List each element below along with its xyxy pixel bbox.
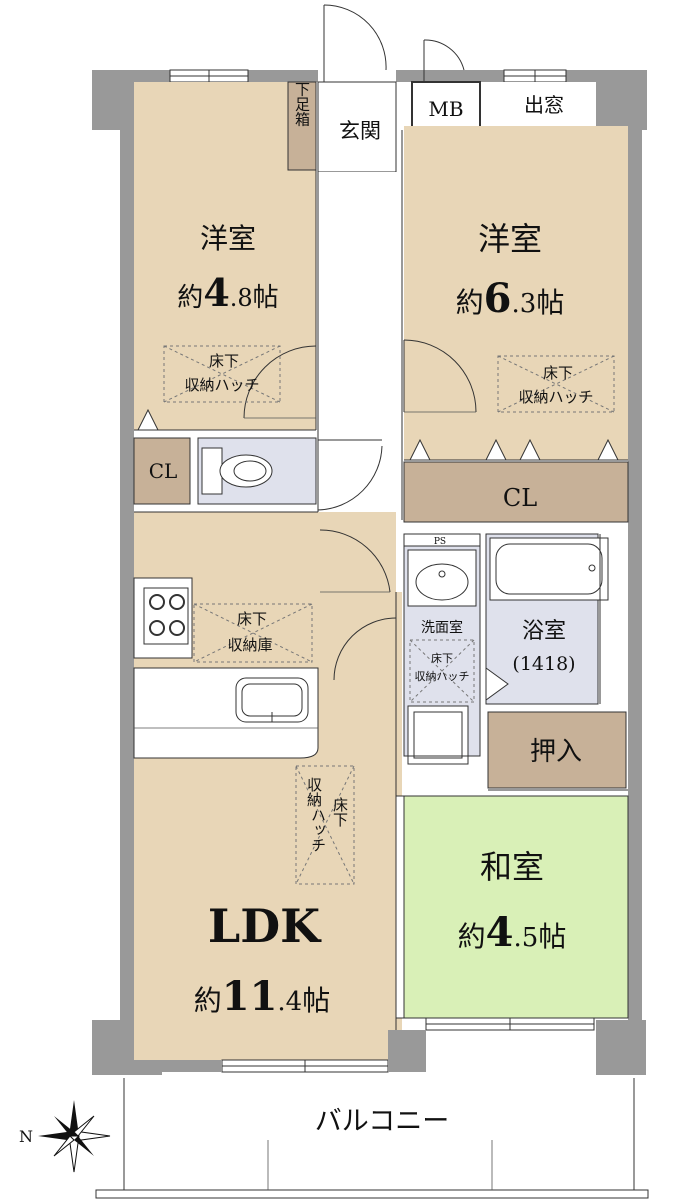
japanese-room-floor [403,795,629,1019]
shoe-box [287,81,317,171]
mb-label: MB [428,97,463,121]
hatch-5-col3: ハッチ [309,808,327,853]
door-western-left[interactable] [243,345,317,419]
hatch-3-line1: 床下 [237,610,267,628]
japanese-size: 約4.5帖 [458,909,567,956]
hatch-5-col2: 床下 [331,797,349,827]
door-toilet[interactable] [317,439,383,511]
bay-window [500,82,596,126]
oshiire-label: 押入 [530,737,582,767]
hatch-mark-4 [409,639,475,703]
bath-name: 浴室 [522,619,566,644]
western-left-name: 洋室 [200,222,256,255]
hatch-2-line1: 床下 [543,364,573,382]
ldk-name: LDK [208,899,322,953]
meter-box [411,81,481,135]
closet-left [133,437,191,505]
closet-right-doors[interactable] [409,438,619,461]
hatch-4-line1: 床下 [431,651,453,665]
entrance-floor [317,81,397,173]
cl-right-label: CL [503,484,537,512]
hatch-mark-2 [497,355,615,413]
hatch-mark-1 [163,345,281,403]
window-top-right [503,69,567,83]
hatch-mark-3 [193,603,313,663]
oshiire [487,711,627,789]
washroom-name: 洗面室 [421,619,463,636]
western-left-size: 約4.8帖 [177,270,278,315]
mb-door[interactable] [423,39,465,82]
cl-left-label: CL [149,459,178,483]
hatch-5-col1: 収納 [305,777,323,808]
washing-machine-icon [407,705,469,765]
washbasin-icon [407,549,477,607]
window-top-left [169,69,249,83]
bay-window-label: 出窓 [524,93,564,117]
door-corridor[interactable] [319,529,391,593]
hatch-4-line2: 収納ハッチ [415,670,470,683]
hatch-2-line2: 収納ハッチ [518,388,593,406]
japanese-room-fusuma[interactable] [395,795,405,1019]
closet-left-door[interactable] [137,408,159,431]
western-room-right-floor [404,126,628,460]
balcony [95,1078,649,1199]
hatch-1-line1: 床下 [209,352,239,370]
window-bottom-japanese [425,1017,595,1031]
hatch-1-line2: 収納ハッチ [184,376,259,394]
bathtub-icon [489,537,609,601]
door-western-right[interactable] [403,339,477,413]
bath-code: (1418) [512,653,575,675]
toilet-icon [201,447,273,495]
balcony-label: バルコニー [315,1106,449,1137]
hatch-3-line2: 収納庫 [227,636,272,654]
compass-north-label: N [19,1127,33,1146]
ps-shaft [403,533,481,547]
ldk-size: 約11.4帖 [194,973,331,1020]
hatch-mark-5 [295,765,355,885]
window-bottom-ldk [221,1059,389,1073]
western-right-name: 洋室 [478,220,542,258]
entrance-door[interactable] [323,4,387,82]
compass-icon [38,1100,111,1173]
ps-label: PS [434,537,446,547]
stove-icon [143,587,189,645]
japanese-name: 和室 [480,848,544,886]
bath-door[interactable] [485,667,509,701]
closet-right [403,461,629,523]
sink-icon [235,677,309,723]
door-ldk[interactable] [333,617,397,681]
entrance-name: 玄関 [339,119,381,143]
shoe-box-label: 下足箱 [293,82,311,127]
western-right-size: 約6.3帖 [456,275,565,322]
